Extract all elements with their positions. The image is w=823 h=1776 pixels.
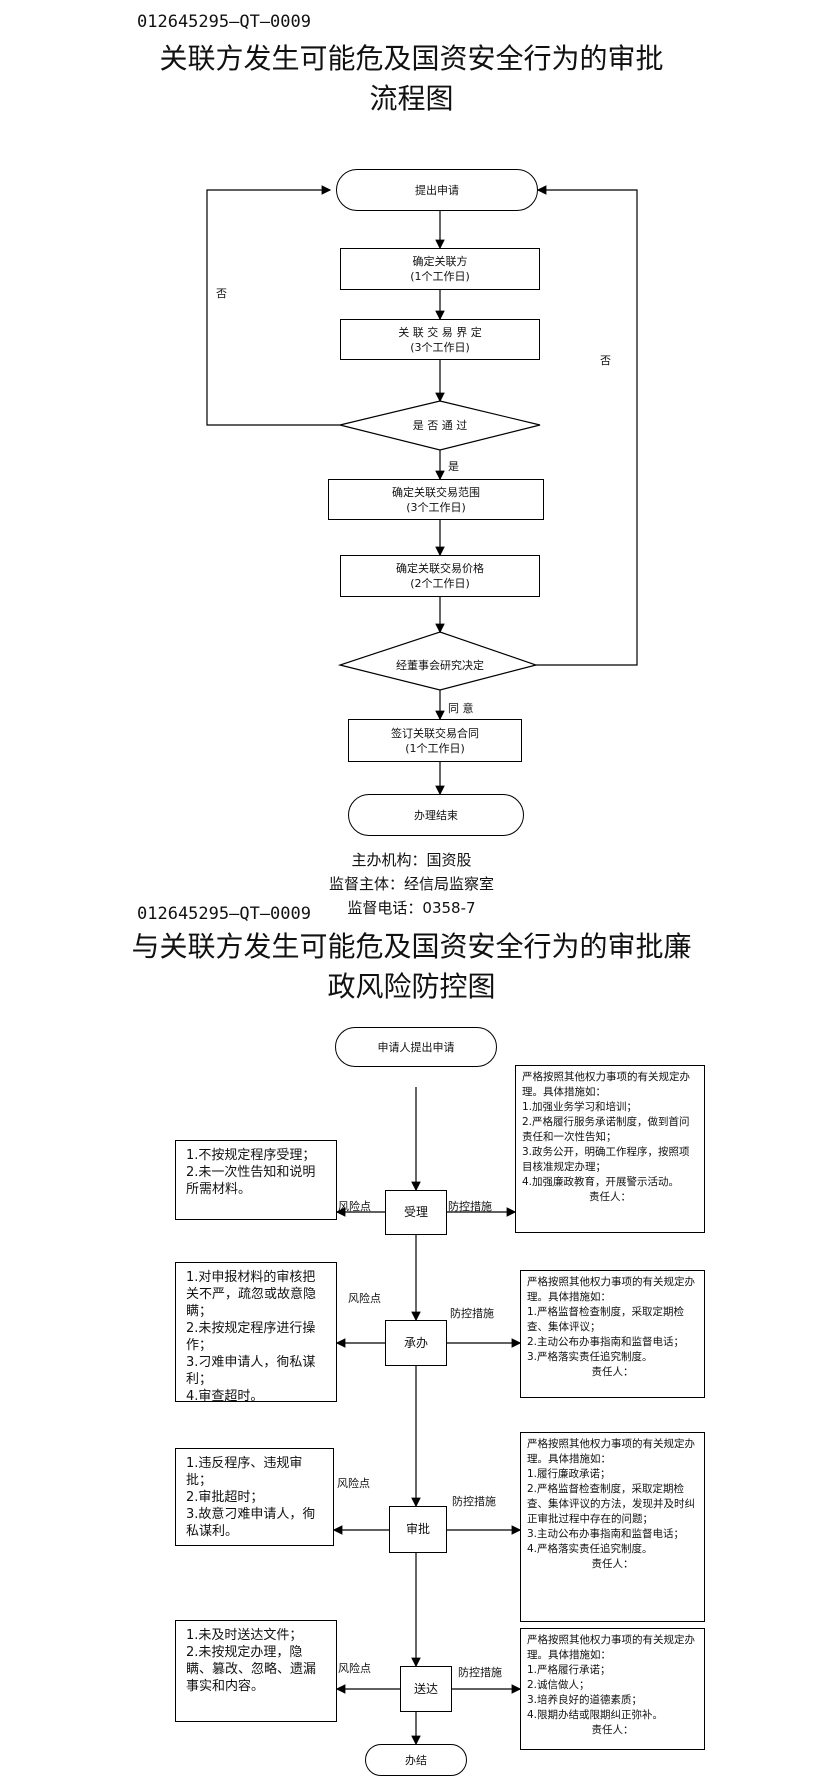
decision-pass: 是 否 通 过 (412, 418, 468, 432)
label-agree: 同 意 (448, 702, 474, 715)
doc-code-2: 012645295—QT—0009 (137, 904, 311, 924)
step-transaction-price: 确定关联交易价格 (2个工作日) (340, 555, 540, 597)
step-transaction-definition: 关 联 交 易 界 定 (3个工作日) (340, 319, 540, 360)
label-no-left: 否 (216, 287, 227, 300)
risk-label-4: 风险点 (338, 1662, 371, 1675)
page-title-2-line1: 与关联方发生可能危及国资安全行为的审批廉 (131, 930, 692, 963)
end-node: 办理结束 (348, 794, 524, 836)
page-title-1-line1: 关联方发生可能危及国资安全行为的审批 (159, 42, 664, 75)
p2-end-node: 办结 (365, 1744, 467, 1776)
risk-box-approve: 1.违反程序、违规审批； 2.审批超时； 3.故意刁难申请人，徇私谋利。 (175, 1448, 334, 1546)
measure-label-1: 防控措施 (448, 1200, 492, 1213)
measure-box-deliver: 严格按照其他权力事项的有关规定办理。具体措施如： 1.严格履行承诺； 2.诚信做… (520, 1628, 705, 1750)
decision-board: 经董事会研究决定 (396, 658, 484, 672)
risk-label-2: 风险点 (348, 1292, 381, 1305)
page-title-1-line2: 流程图 (369, 82, 454, 115)
page-title-2-line2: 政风险防控图 (327, 970, 496, 1003)
stage-handle: 承办 (385, 1320, 447, 1366)
doc-code-1: 012645295—QT—0009 (137, 12, 311, 32)
risk-box-handle: 1.对申报材料的审核把关不严，疏忽或故意隐瞒； 2.未按规定程序进行操作； 3.… (175, 1262, 337, 1404)
measure-box-handle: 严格按照其他权力事项的有关规定办理。具体措施如： 1.严格监督检查制度，采取定期… (520, 1270, 705, 1398)
footer-phone: 监督电话：0358-7 (347, 899, 476, 917)
stage-approve: 审批 (389, 1506, 447, 1553)
risk-box-deliver: 1.未及时送达文件； 2.未按规定办理，隐瞒、篡改、忽略、遗漏事实和内容。 (175, 1620, 337, 1722)
stage-accept: 受理 (385, 1190, 447, 1235)
label-yes: 是 (448, 460, 459, 473)
step-sign-contract: 签订关联交易合同 (1个工作日) (348, 719, 522, 762)
measure-label-2: 防控措施 (450, 1307, 494, 1320)
step-transaction-scope: 确定关联交易范围 (3个工作日) (328, 479, 544, 520)
footer-supervisor: 监督主体：经信局监察室 (328, 875, 494, 893)
risk-label-3: 风险点 (337, 1477, 370, 1490)
p2-start-node: 申请人提出申请 (335, 1027, 497, 1067)
risk-label-1: 风险点 (338, 1200, 371, 1213)
stage-deliver: 送达 (400, 1666, 452, 1712)
step-identify-related-party: 确定关联方 (1个工作日) (340, 248, 540, 290)
measure-label-3: 防控措施 (452, 1495, 496, 1508)
measure-label-4: 防控措施 (458, 1666, 502, 1679)
footer-org: 主办机构：国资股 (351, 851, 472, 869)
label-no-right: 否 (600, 354, 611, 367)
measure-box-approve: 严格按照其他权力事项的有关规定办理。具体措施如： 1.履行廉政承诺； 2.严格监… (520, 1432, 705, 1622)
measure-box-accept: 严格按照其他权力事项的有关规定办理。具体措施如： 1.加强业务学习和培训； 2.… (515, 1065, 705, 1233)
risk-box-accept: 1.不按规定程序受理； 2.未一次性告知和说明所需材料。 (175, 1140, 337, 1220)
start-node: 提出申请 (336, 169, 538, 211)
